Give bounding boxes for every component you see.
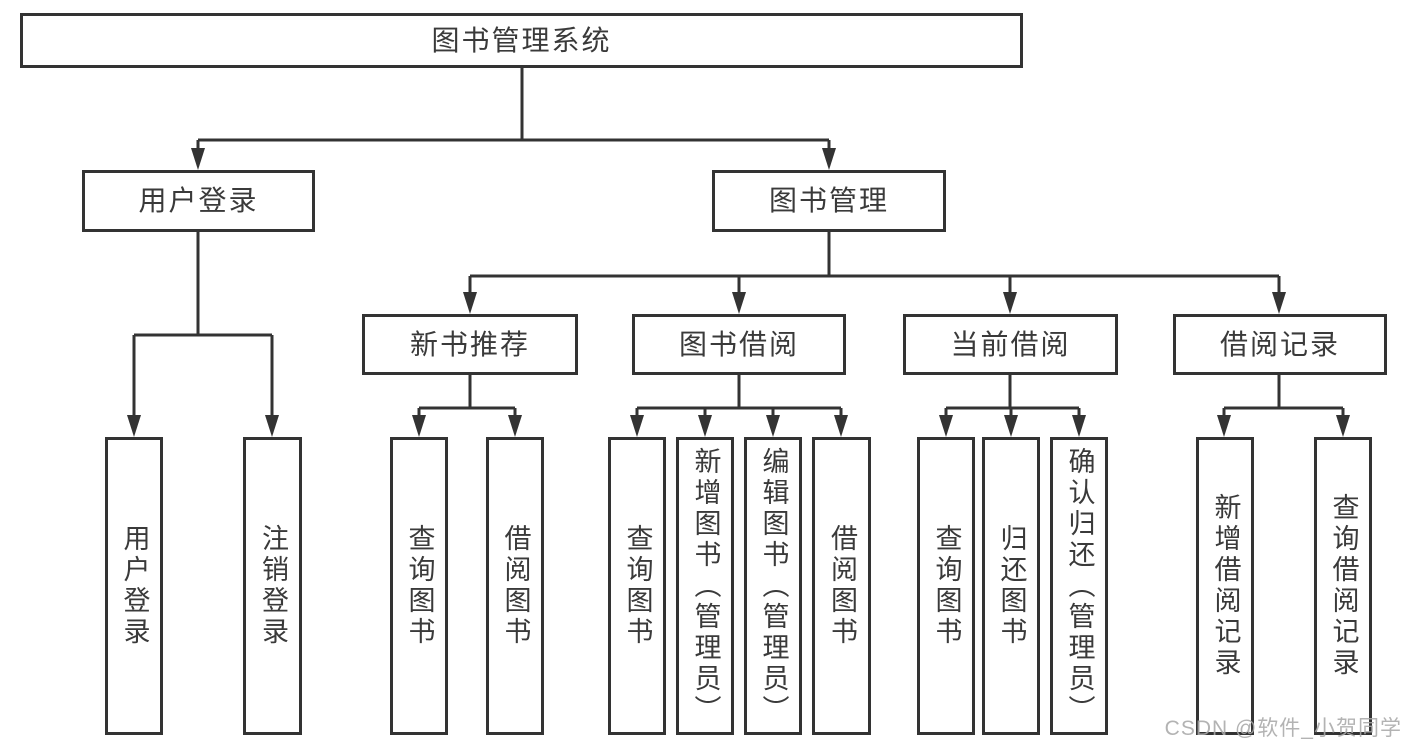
connector-new-books <box>417 375 517 417</box>
leaf-confirm-return-admin: 确认归还（管理员） <box>1050 437 1108 735</box>
node-user-login: 用户登录 <box>82 170 315 232</box>
node-label: 图书管理系统 <box>431 24 612 56</box>
connector-root <box>196 67 831 152</box>
node-label: 确认归还（管理员） <box>1064 446 1095 726</box>
node-label: 借阅图书 <box>500 524 531 648</box>
leaf-borrow-books: 借阅图书 <box>812 437 871 735</box>
node-label: 归还图书 <box>996 524 1027 648</box>
connector-book-mgmt <box>468 232 1281 294</box>
node-label: 查询借阅记录 <box>1328 493 1359 679</box>
connector-book-borrow <box>635 375 843 417</box>
connector-borrow-records <box>1222 375 1345 417</box>
node-label: 编辑图书（管理员） <box>758 446 789 726</box>
node-label: 查询图书 <box>404 524 435 648</box>
node-label: 新书推荐 <box>409 328 530 360</box>
leaf-user-login: 用户登录 <box>105 437 163 735</box>
leaf-query-books-recommend: 查询图书 <box>390 437 448 735</box>
leaf-query-books-borrow: 查询图书 <box>608 437 666 735</box>
node-label: 查询图书 <box>931 524 962 648</box>
node-label: 用户登录 <box>138 185 259 216</box>
node-book-management: 图书管理 <box>712 170 946 232</box>
node-current-borrowing: 当前借阅 <box>903 314 1118 375</box>
node-borrowing-records: 借阅记录 <box>1173 314 1387 375</box>
leaf-query-books-current: 查询图书 <box>917 437 975 735</box>
connector-user-login <box>132 232 274 417</box>
node-label: 借阅图书 <box>827 524 857 648</box>
leaf-add-borrow-record: 新增借阅记录 <box>1196 437 1254 735</box>
node-label: 新增图书（管理员） <box>690 446 721 726</box>
connector-current-borrow <box>944 375 1081 417</box>
leaf-borrow-books-recommend: 借阅图书 <box>486 437 544 735</box>
node-label: 借阅记录 <box>1219 328 1340 360</box>
leaf-query-borrow-record: 查询借阅记录 <box>1314 437 1372 735</box>
leaf-return-books: 归还图书 <box>982 437 1040 735</box>
node-label: 用户登录 <box>119 524 150 648</box>
node-label: 新增借阅记录 <box>1210 493 1241 679</box>
node-new-book-recommend: 新书推荐 <box>362 314 578 375</box>
node-label: 注销登录 <box>258 524 288 648</box>
node-label: 查询图书 <box>622 524 653 648</box>
leaf-logout: 注销登录 <box>243 437 302 735</box>
node-root-system: 图书管理系统 <box>20 13 1023 68</box>
leaf-add-books-admin: 新增图书（管理员） <box>676 437 734 735</box>
node-book-borrowing: 图书借阅 <box>632 314 846 375</box>
leaf-edit-books-admin: 编辑图书（管理员） <box>744 437 802 735</box>
node-label: 图书管理 <box>768 185 889 216</box>
node-label: 当前借阅 <box>950 328 1071 360</box>
node-label: 图书借阅 <box>678 328 799 360</box>
